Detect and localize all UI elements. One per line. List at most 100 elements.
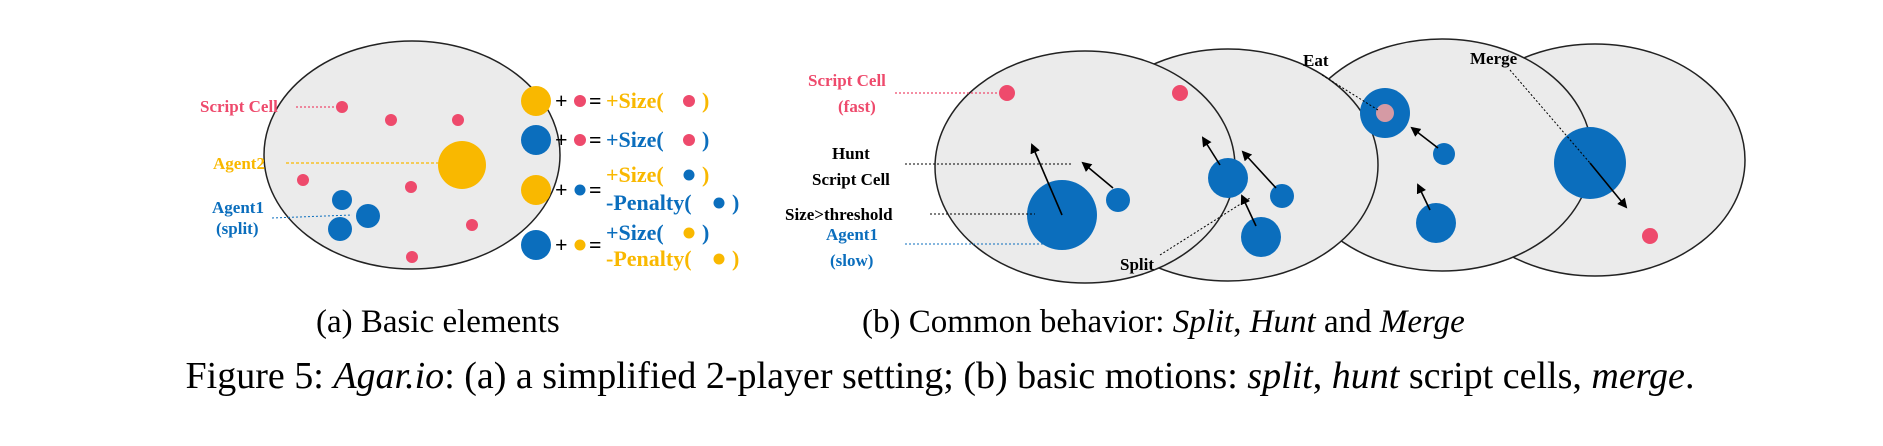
formula-size-text: +Size( bbox=[606, 220, 664, 245]
hunt-target-label: Script Cell bbox=[812, 170, 890, 189]
script-cell bbox=[405, 181, 417, 193]
eat-label: Eat bbox=[1303, 51, 1329, 70]
formula-size-text: +Size( bbox=[606, 88, 664, 113]
figure-caption-end: . bbox=[1685, 355, 1695, 397]
formula-close: ) bbox=[732, 246, 739, 271]
formula-close: ) bbox=[702, 162, 709, 187]
equals-sign: = bbox=[589, 127, 602, 152]
move-arrow bbox=[1201, 136, 1221, 166]
agent1-icon bbox=[521, 230, 551, 260]
panel-b-common-behavior: Script Cell (fast) Hunt Script Cell Size… bbox=[785, 38, 1746, 340]
formula-close: ) bbox=[702, 127, 709, 152]
panel-b-caption: (b) Common behavior: Split, Hunt and Mer… bbox=[862, 304, 1465, 340]
agent1-split-cell bbox=[356, 204, 380, 228]
formula-size-text: +Size( bbox=[606, 162, 664, 187]
script-cell-icon bbox=[683, 134, 695, 146]
agent1-slow-label: (slow) bbox=[830, 251, 873, 270]
agent2-small-icon bbox=[574, 239, 586, 251]
caption-prefix: (b) Common behavior: bbox=[862, 304, 1173, 340]
agent1-split-cell bbox=[332, 190, 352, 210]
agent1-note-label: (split) bbox=[216, 219, 259, 238]
hunt-arrow bbox=[1030, 143, 1063, 216]
arena-a bbox=[263, 40, 561, 270]
agent1-split-cell bbox=[1416, 203, 1456, 243]
agent1-split-cell bbox=[328, 217, 352, 241]
merge-leader bbox=[1509, 69, 1591, 164]
plus-sign: + bbox=[555, 177, 568, 202]
fast-script-cell bbox=[999, 85, 1015, 101]
agent1-split-cell bbox=[1241, 217, 1281, 257]
arena-b1 bbox=[934, 50, 1236, 284]
script-cell bbox=[452, 114, 464, 126]
agent1-label: Agent1 bbox=[212, 198, 264, 217]
move-arrow bbox=[1241, 150, 1277, 189]
merge-label: Merge bbox=[1470, 49, 1518, 68]
agent2-icon bbox=[521, 175, 551, 205]
caption-hunt: Hunt bbox=[1249, 304, 1317, 340]
split-label: Split bbox=[1120, 255, 1154, 274]
caption-sep: , bbox=[1233, 304, 1250, 340]
script-cells-a bbox=[297, 101, 478, 263]
plus-sign: + bbox=[555, 127, 568, 152]
script-cell bbox=[297, 174, 309, 186]
script-cell bbox=[466, 219, 478, 231]
script-cell-icon bbox=[574, 134, 586, 146]
formula-2: + = +Size( ) bbox=[521, 125, 709, 155]
figure-caption-split: split bbox=[1247, 355, 1314, 397]
formula-size-text: +Size( bbox=[606, 127, 664, 152]
hunt-arrow bbox=[1081, 161, 1114, 189]
agent2-cell bbox=[438, 141, 486, 189]
caption-sep: and bbox=[1316, 304, 1380, 340]
plus-sign: + bbox=[555, 232, 568, 257]
script-cell-icon bbox=[683, 95, 695, 107]
formula-4: + = +Size( ) -Penalty( ) bbox=[521, 220, 739, 271]
merge-arrow bbox=[1589, 162, 1628, 209]
script-cell bbox=[385, 114, 397, 126]
figure-caption-prefix: Figure 5: bbox=[186, 355, 334, 397]
plus-sign: + bbox=[555, 88, 568, 113]
hunt-label: Hunt bbox=[832, 144, 870, 163]
figure-caption-part2: script cells, bbox=[1399, 355, 1591, 397]
panel-a-caption: (a) Basic elements bbox=[316, 304, 560, 340]
split-leader bbox=[1159, 197, 1251, 256]
agent1-icon bbox=[521, 125, 551, 155]
eaten-script-cell bbox=[1376, 104, 1394, 122]
move-arrow bbox=[1410, 126, 1439, 149]
figure-caption-sep: , bbox=[1313, 355, 1332, 397]
script-cell bbox=[406, 251, 418, 263]
formula-3: + = +Size( ) -Penalty( ) bbox=[521, 162, 739, 215]
figure-caption-hunt: hunt bbox=[1332, 355, 1401, 397]
agent2-small-icon bbox=[713, 253, 725, 265]
formula-1: + = +Size( ) bbox=[521, 86, 709, 116]
formula-penalty-text: -Penalty( bbox=[606, 246, 692, 271]
figure-caption: Figure 5: Agar.io: (a) a simplified 2-pl… bbox=[186, 355, 1695, 397]
figure-caption-game: Agar.io bbox=[330, 355, 444, 397]
script-cell-label: Script Cell bbox=[200, 97, 278, 116]
equals-sign: = bbox=[589, 177, 602, 202]
equals-sign: = bbox=[589, 88, 602, 113]
script-cell bbox=[336, 101, 348, 113]
agent1-small-icon bbox=[574, 184, 586, 196]
agent2-icon bbox=[521, 86, 551, 116]
agent2-small-icon bbox=[683, 227, 695, 239]
formula-penalty-text: -Penalty( bbox=[606, 190, 692, 215]
script-cell-fast-label: (fast) bbox=[838, 97, 876, 116]
agent1-split-cell bbox=[1270, 184, 1294, 208]
formula-close: ) bbox=[702, 220, 709, 245]
figure-caption-merge: merge bbox=[1591, 355, 1685, 397]
caption-split: Split bbox=[1173, 304, 1234, 340]
agent2-label: Agent2 bbox=[213, 154, 265, 173]
fast-script-cell bbox=[1172, 85, 1188, 101]
eat-leader bbox=[1321, 74, 1379, 111]
move-arrow bbox=[1416, 183, 1431, 211]
leader-line bbox=[271, 214, 353, 219]
panel-a-basic-elements: Script Cell Agent2 Agent1 (split) + = +S… bbox=[200, 40, 739, 340]
agent1-small-cell bbox=[1433, 143, 1455, 165]
agent1-split-cell bbox=[1208, 158, 1248, 198]
figure-caption-part1: : (a) a simplified 2-player setting; (b)… bbox=[444, 355, 1247, 397]
agent1-small-icon bbox=[713, 197, 725, 209]
caption-merge: Merge bbox=[1379, 304, 1465, 340]
script-cell-icon bbox=[574, 95, 586, 107]
agent1-label: Agent1 bbox=[826, 225, 878, 244]
